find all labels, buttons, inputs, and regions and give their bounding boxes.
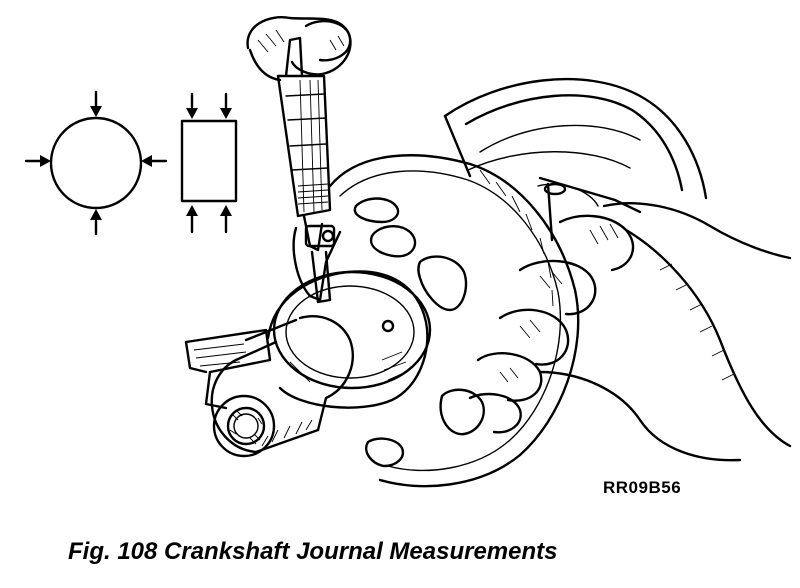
crankshaft-journal [210, 270, 432, 458]
flange-slot-3 [439, 388, 485, 436]
arrow-top [90, 90, 102, 117]
flange-slot-1 [369, 225, 417, 258]
journal-roundness-diagram [24, 90, 168, 236]
journal-outer-ring [272, 270, 432, 390]
engine-block-support [184, 328, 272, 410]
crankshaft-counterweight [443, 77, 708, 242]
journal-cross-section-circle [49, 116, 143, 210]
hand-top [246, 16, 352, 82]
arrow-right [141, 155, 168, 167]
figure-reference-code: RR09B56 [603, 478, 682, 497]
journal-taper-diagram [180, 92, 238, 234]
snout-bore [226, 406, 266, 446]
arrow-bottom [90, 209, 102, 236]
snout-end-face [212, 394, 276, 458]
arrow-bottom-left [186, 205, 198, 234]
micrometer [276, 36, 342, 304]
flange-slot-4 [365, 437, 405, 468]
journal-side-view-rect [180, 119, 238, 203]
arrow-top-left [186, 92, 198, 119]
figure-caption: Fig. 108 Crankshaft Journal Measurements [68, 538, 558, 565]
hand-right [468, 202, 792, 462]
arrow-left [24, 155, 51, 167]
flange-slot-2 [417, 255, 468, 312]
arrow-top-right [220, 92, 232, 119]
arrow-bottom-right [220, 205, 232, 234]
micrometer-thimble [276, 74, 332, 218]
crank-flange-disc [328, 154, 580, 488]
flange-slot-5 [353, 197, 400, 224]
